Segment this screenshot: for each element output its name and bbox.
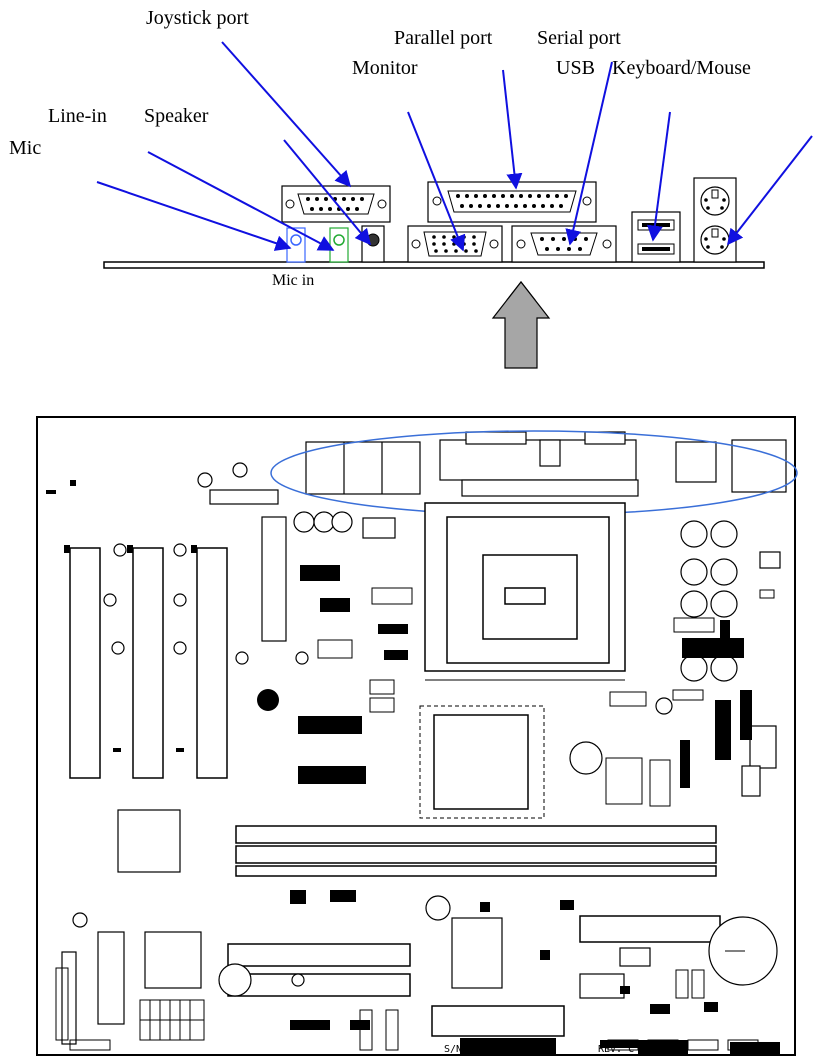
arrow-usb [646,111,671,242]
north-bridge [433,714,529,810]
board-io-connectors [305,431,787,497]
ps2-ports [693,177,737,263]
label-usb: USB [556,57,595,79]
arrow-monitor [407,111,466,252]
label-speaker: Speaker [144,105,209,127]
label-monitor: Monitor [352,57,418,79]
serial-port [511,225,617,263]
parallel-port [427,181,597,223]
label-joystick-port: Joystick port [146,7,249,29]
motherboard-layout: S/N REV. C [36,281,798,1056]
big-up-arrow-shape [491,281,551,369]
arrow-parallel [502,69,523,190]
arrow-serial [565,61,613,246]
label-serial-port: Serial port [537,27,621,49]
io-panel-drawing [96,41,813,300]
power-connector [139,999,205,1041]
drive-connectors [227,915,721,1037]
memory-slots [235,825,717,877]
arrow-mic [96,181,292,251]
revision-label: REV. C [598,1044,634,1055]
arrow-keyboard-mouse [727,135,813,246]
serial-number-label: S/N [444,1044,462,1055]
label-line-in: Line-in [48,105,107,127]
label-mic-in: Mic in [272,272,315,289]
battery-dot [257,689,279,711]
arrow-line-in [147,151,335,251]
joystick-port [281,185,391,223]
io-panel-base [103,261,765,269]
label-keyboard-mouse: Keyboard/Mouse [612,57,751,79]
arrow-speaker [283,139,372,246]
label-mic: Mic [9,137,42,159]
label-parallel-port: Parallel port [394,27,493,49]
pointer-arrows [96,41,813,252]
cpu-socket [424,502,626,672]
capacitors [72,462,778,997]
arrow-joystick [221,41,352,188]
expansion-slots [69,547,228,779]
